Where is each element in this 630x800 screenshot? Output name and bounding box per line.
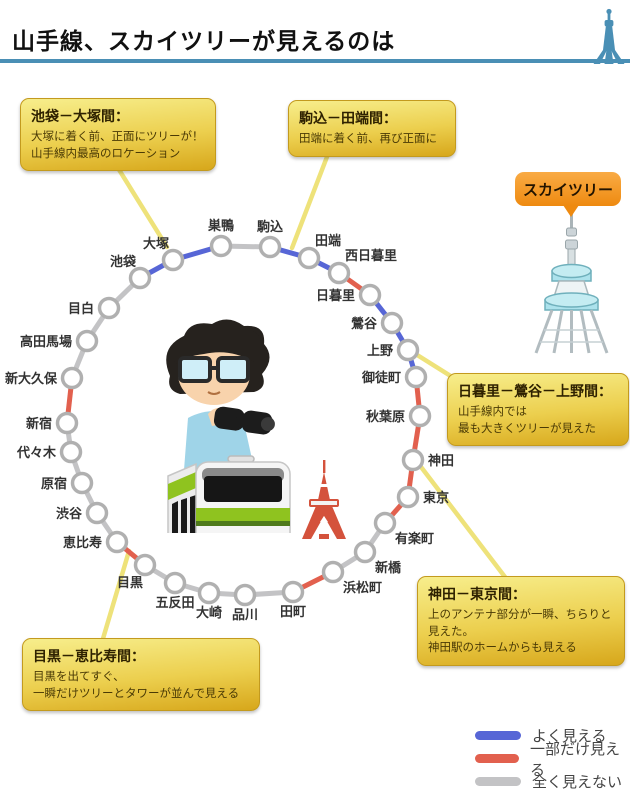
legend-label: 全く見えない — [532, 774, 623, 791]
station-node — [233, 583, 257, 607]
station-node — [396, 485, 420, 509]
legend-row-good: よく見える — [475, 727, 630, 745]
station-node — [128, 266, 152, 290]
station-label: 五反田 — [155, 595, 194, 610]
skytree-label-bubble: スカイツリー — [515, 172, 621, 217]
station-label: 巣鴨 — [207, 218, 234, 233]
station-label: 浜松町 — [343, 580, 382, 595]
station-node — [161, 248, 185, 272]
station-label: 代々木 — [16, 445, 57, 460]
callout-title: 目黒－恵比寿間： — [33, 648, 145, 664]
station-label: 大塚 — [143, 236, 169, 251]
station-label: 秋葉原 — [366, 409, 405, 424]
callout-connector-line — [415, 460, 508, 580]
callout-body: 田端に着く前、再び正面に — [299, 133, 437, 145]
station-label: 渋谷 — [56, 506, 83, 521]
callout-title: 神田－東京間： — [428, 586, 526, 602]
station-label: 田町 — [280, 604, 306, 619]
station-label: 新大久保 — [5, 371, 58, 386]
station-node — [55, 411, 79, 435]
station-node — [396, 338, 420, 362]
station-node — [321, 560, 345, 584]
station-node — [70, 471, 94, 495]
binoculars-man-on-train-illustration — [166, 319, 291, 533]
station-label: 新宿 — [26, 416, 52, 431]
station-label: 新橋 — [375, 560, 402, 575]
callout-nippori-uguisudani-ueno: 日暮里－鶯谷－上野間： 山手線内では 最も大きくツリーが見えた — [447, 373, 629, 447]
visibility-legend: よく見える 一部だけ見える 全く見えない — [475, 727, 630, 796]
station-label: 田端 — [315, 233, 341, 248]
tokyo-tower-illustration — [302, 460, 346, 539]
station-node — [258, 235, 282, 259]
callout-body: 大塚に着く前、正面にツリーが！ 山手線内最高のロケーション — [31, 131, 204, 160]
callout-ikebukuro-otsuka: 池袋－大塚間： 大塚に着く前、正面にツリーが！ 山手線内最高のロケーション — [20, 98, 216, 172]
station-node — [297, 246, 321, 270]
callout-title: 日暮里－鶯谷－上野間： — [458, 383, 612, 399]
station-node — [133, 553, 157, 577]
callout-connector-line — [289, 146, 333, 251]
page-title: 山手線、スカイツリーが見えるのは — [12, 28, 396, 54]
skytree-silhouette-icon — [593, 8, 625, 64]
station-node — [380, 311, 404, 335]
callout-kanda-tokyo: 神田－東京間： 上のアンテナ部分が一瞬、ちらりと 見えた。 神田駅のホームからも… — [417, 576, 625, 667]
station-label: 恵比寿 — [63, 535, 102, 550]
station-node — [408, 404, 432, 428]
callout-title: 池袋－大塚間： — [31, 108, 129, 124]
callout-body: 山手線内では 最も大きくツリーが見えた — [458, 406, 596, 435]
callout-meguro-ebisu: 目黒－恵比寿間： 目黒を出てすぐ、 一瞬だけツリーとタワーが並んで見える — [22, 638, 260, 712]
station-node — [60, 366, 84, 390]
station-node — [358, 283, 382, 307]
station-node — [197, 581, 221, 605]
station-node — [401, 448, 425, 472]
callout-body: 目黒を出てすぐ、 一瞬だけツリーとタワーが並んで見える — [33, 671, 240, 700]
station-label: 大崎 — [196, 605, 222, 620]
callout-body: 上のアンテナ部分が一瞬、ちらりと 見えた。 神田駅のホームからも見える — [428, 609, 612, 655]
station-label: 目白 — [68, 301, 94, 316]
callout-connector-line — [110, 157, 170, 250]
callout-komagome-tabata: 駒込－田端間： 田端に着く前、再び正面に — [288, 100, 456, 157]
station-label: 高田馬場 — [20, 334, 72, 349]
legend-label: よく見える — [532, 728, 607, 745]
legend-row-none: 全く見えない — [475, 773, 630, 791]
station-label: 原宿 — [41, 476, 67, 491]
legend-label: 一部だけ見える — [530, 740, 621, 779]
station-node — [85, 501, 109, 525]
station-node — [75, 329, 99, 353]
station-label: 日暮里 — [316, 288, 355, 303]
title-underline-divider — [0, 59, 630, 63]
station-node — [163, 571, 187, 595]
station-node — [353, 540, 377, 564]
station-label: 目黒 — [117, 575, 143, 590]
station-node — [209, 234, 233, 258]
station-node — [97, 296, 121, 320]
callout-connector-line — [99, 548, 132, 645]
station-label: 東京 — [423, 490, 449, 505]
station-node — [327, 261, 351, 285]
legend-bar-partial — [475, 754, 519, 763]
station-node — [59, 440, 83, 464]
station-node — [281, 580, 305, 604]
station-label: 品川 — [232, 607, 258, 622]
station-label: 西日暮里 — [345, 248, 397, 263]
legend-bar-none — [475, 777, 521, 786]
legend-row-partial: 一部だけ見える — [475, 741, 630, 779]
station-node — [105, 530, 129, 554]
station-label: 鶯谷 — [351, 316, 378, 331]
station-node — [373, 511, 397, 535]
station-label: 池袋 — [110, 254, 137, 269]
station-node — [404, 365, 428, 389]
station-label: 有楽町 — [395, 531, 434, 546]
station-label: 駒込 — [256, 219, 284, 234]
station-label: 御徒町 — [361, 370, 401, 385]
legend-bar-good — [475, 731, 521, 740]
skytree-label: スカイツリー — [522, 181, 613, 199]
station-label: 神田 — [428, 453, 454, 468]
skytree-illustration — [534, 214, 609, 354]
station-label: 上野 — [367, 343, 393, 358]
callout-title: 駒込－田端間： — [299, 110, 397, 126]
